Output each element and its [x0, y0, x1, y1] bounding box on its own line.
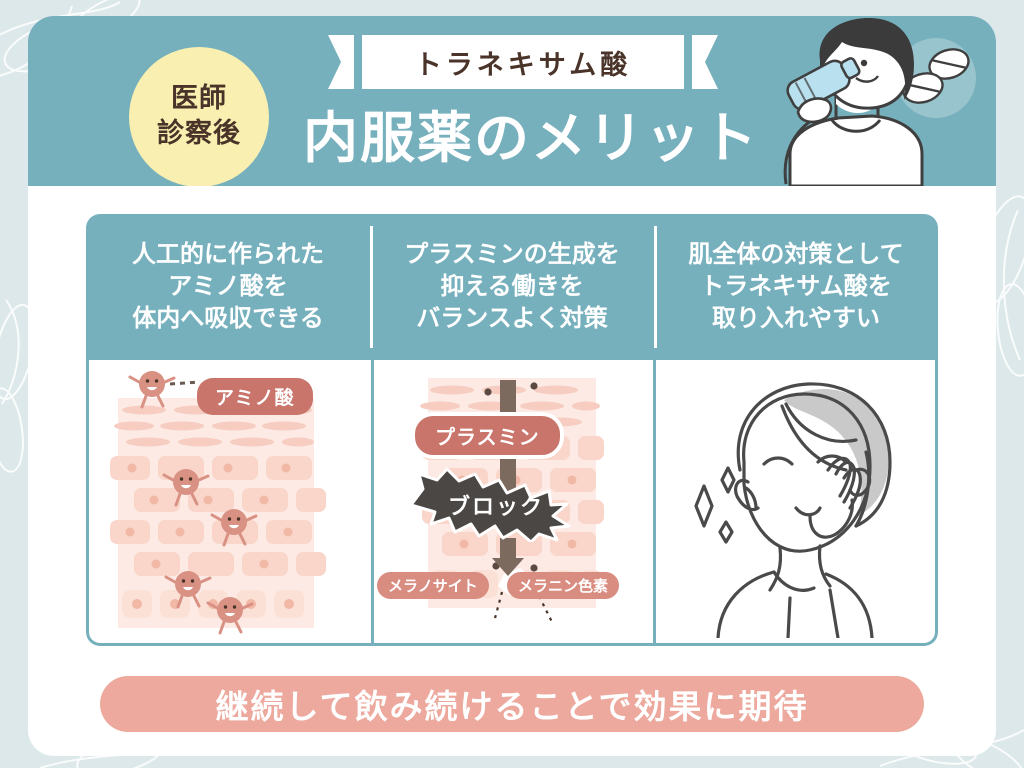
ribbon-body [362, 35, 684, 89]
heading-3-line-1: 肌全体の対策として [688, 240, 904, 269]
column-heading-2: プラスミンの生成を 抑える働きを バランスよく対策 [370, 214, 654, 360]
ribbon-label: トラネキサム酸 [414, 49, 632, 81]
melanocyte-label: メラノサイト [377, 572, 489, 599]
heading-3-line-2: トラネキサム酸を [700, 272, 892, 301]
heading-2-line-3: バランスよく対策 [416, 303, 608, 332]
badge-line-1: 医師 [171, 83, 227, 115]
ribbon-banner: トラネキサム酸 [328, 35, 718, 89]
heading-1-line-3: 体内へ吸収できる [132, 303, 324, 332]
infographic-card: 医師 診察後 トラネキサム酸 内服薬のメリット [28, 16, 996, 756]
melanin-pigment-label: メラニン色素 [507, 572, 620, 599]
heading-2-line-1: プラスミンの生成を [404, 240, 620, 269]
block-badge: ブロック [401, 467, 591, 544]
person-drinking-water-icon [783, 18, 976, 186]
footer-banner: 継続して飲み続けることで効果に期待 [100, 676, 924, 732]
illustration-cell-3 [653, 360, 935, 643]
amino-acid-label: アミノ酸 [197, 378, 313, 415]
plasmin-label: プラスミン [411, 412, 564, 459]
heading-1-line-2: アミノ酸を [168, 272, 288, 301]
heading-2-line-2: 抑える働きを [440, 272, 584, 301]
footer-banner-text: 継続して飲み続けることで効果に期待 [215, 687, 809, 726]
skin-amino-acid-illustration [89, 360, 371, 643]
header-band: 医師 診察後 トラネキサム酸 内服薬のメリット [28, 16, 996, 186]
badge-line-2: 診察後 [157, 118, 241, 149]
table-header-row: 人工的に作られた アミノ酸を 体内へ吸収できる プラスミンの生成を 抑える働きを… [86, 214, 938, 360]
illustration-cell-2: プラスミン ブロック メラノサイト メラニン色素 [371, 360, 653, 643]
column-heading-3: 肌全体の対策として トラネキサム酸を 取り入れやすい [654, 214, 938, 360]
benefits-table: 人工的に作られた アミノ酸を 体内へ吸収できる プラスミンの生成を 抑える働きを… [86, 214, 938, 646]
heading-1-line-1: 人工的に作られた [132, 240, 324, 269]
doctor-visit-badge: 医師 診察後 [129, 47, 269, 186]
column-heading-1: 人工的に作られた アミノ酸を 体内へ吸収できる [86, 214, 370, 360]
woman-face-illustration [653, 360, 935, 643]
heading-3-line-3: 取り入れやすい [712, 303, 880, 332]
block-label: ブロック [447, 495, 544, 520]
illustration-cell-1: アミノ酸 [89, 360, 371, 643]
page-title: 内服薬のメリット [302, 106, 759, 170]
table-body-row: アミノ酸 [86, 360, 938, 646]
